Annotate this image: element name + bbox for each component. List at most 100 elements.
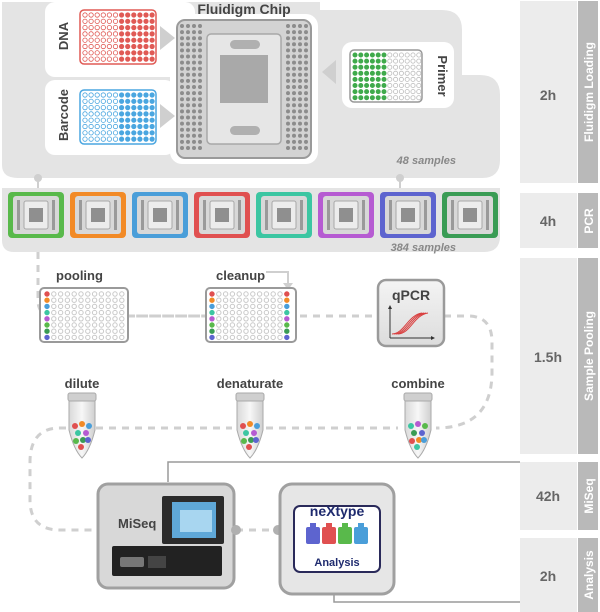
well <box>149 105 155 111</box>
chip-well <box>286 109 290 114</box>
well <box>137 12 143 18</box>
well <box>381 95 387 101</box>
chip-well <box>192 24 196 28</box>
well <box>263 297 270 303</box>
well <box>88 136 94 142</box>
well <box>94 24 100 31</box>
well <box>94 136 100 142</box>
well <box>216 291 222 297</box>
well <box>88 123 94 130</box>
chip-well <box>192 115 196 120</box>
well <box>125 105 131 111</box>
well <box>85 309 91 316</box>
tube-sample-dot <box>419 430 425 436</box>
well <box>85 322 91 328</box>
primer-plate-wells <box>352 52 422 101</box>
primer-arrow-icon <box>322 60 336 84</box>
well <box>358 83 364 89</box>
well <box>94 111 100 117</box>
well <box>137 43 143 50</box>
well <box>364 70 370 76</box>
well <box>57 334 64 341</box>
well <box>57 322 64 328</box>
well <box>125 92 131 98</box>
well <box>387 89 393 95</box>
well <box>82 123 88 130</box>
miseq-connector-node <box>231 525 241 535</box>
well <box>51 334 57 341</box>
well <box>149 56 155 62</box>
stage-name-analysis: Analysis <box>582 550 596 600</box>
chip-well <box>304 139 308 144</box>
tube-sample-dot <box>422 423 428 429</box>
well <box>277 303 283 310</box>
well <box>358 64 364 70</box>
chip-well <box>180 97 184 102</box>
well <box>263 309 270 316</box>
stage-name-pooling: Sample Pooling <box>582 311 596 401</box>
well <box>277 309 283 316</box>
well <box>236 291 242 297</box>
well <box>131 123 137 130</box>
well <box>106 123 113 130</box>
chip-well <box>192 30 196 35</box>
well <box>256 334 263 341</box>
well <box>352 83 358 89</box>
well <box>358 52 364 58</box>
stage-time-fluidigm: 2h <box>540 87 556 103</box>
well <box>44 328 50 334</box>
well <box>369 89 375 95</box>
well <box>82 92 88 98</box>
well <box>277 328 283 334</box>
chip-well <box>292 97 296 102</box>
primer-plate <box>349 49 423 103</box>
well <box>100 50 106 56</box>
pcr-chip <box>70 192 126 238</box>
chip-well <box>292 115 296 120</box>
well <box>51 303 57 310</box>
well <box>125 130 131 136</box>
well <box>82 50 88 56</box>
chip-well <box>192 97 196 102</box>
well <box>393 95 399 101</box>
chip-well <box>180 139 184 144</box>
well <box>410 70 416 76</box>
well <box>98 303 105 310</box>
well <box>143 50 149 56</box>
well <box>209 334 215 341</box>
well <box>398 95 404 101</box>
well <box>94 105 100 111</box>
chip-well <box>198 30 202 35</box>
primer-label: Primer <box>435 55 450 96</box>
well <box>82 105 88 111</box>
tube <box>403 392 433 459</box>
well <box>119 328 125 334</box>
well <box>119 111 125 117</box>
well <box>85 297 91 303</box>
well <box>256 291 263 297</box>
well <box>112 43 119 50</box>
denaturate-label: denaturate <box>217 376 283 391</box>
chip-well <box>292 78 296 83</box>
well <box>100 105 106 111</box>
chip-well <box>198 24 202 28</box>
well <box>216 322 222 328</box>
well <box>98 322 105 328</box>
pcr-chip <box>132 192 188 238</box>
chip-well <box>186 97 190 102</box>
well <box>270 334 276 341</box>
well <box>119 334 125 341</box>
chip-well <box>198 78 202 83</box>
miseq-connectors <box>167 461 520 603</box>
chip-well <box>304 146 308 150</box>
barcode-plate-wells <box>82 92 155 142</box>
well <box>387 70 393 76</box>
well <box>119 24 125 31</box>
well <box>352 76 358 82</box>
chip-well <box>292 30 296 35</box>
well <box>369 70 375 76</box>
chip-well <box>286 97 290 102</box>
well <box>256 316 263 322</box>
well <box>106 92 113 98</box>
well <box>88 18 94 24</box>
